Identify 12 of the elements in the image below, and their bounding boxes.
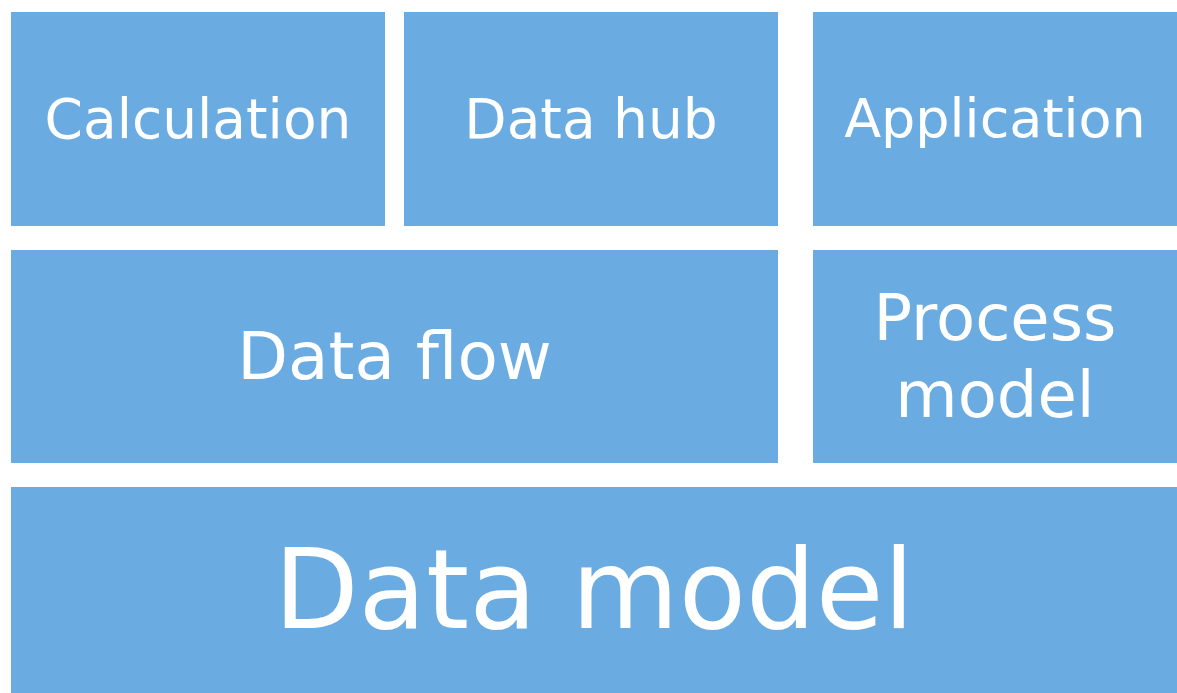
layer-box: [813, 12, 1177, 226]
layer-label: Data model: [273, 525, 915, 656]
layer-box: [11, 12, 385, 226]
layer-label: Calculation: [44, 86, 352, 152]
layer-label: Data flow: [237, 316, 552, 397]
layer-label: Data hub: [464, 86, 718, 152]
layer-label: Process model: [872, 279, 1118, 434]
layer-label: Application: [844, 86, 1146, 152]
layer-box: [404, 12, 778, 226]
layer-box: [813, 250, 1177, 463]
layer-box: [11, 250, 778, 463]
layer-box: [11, 487, 1177, 693]
